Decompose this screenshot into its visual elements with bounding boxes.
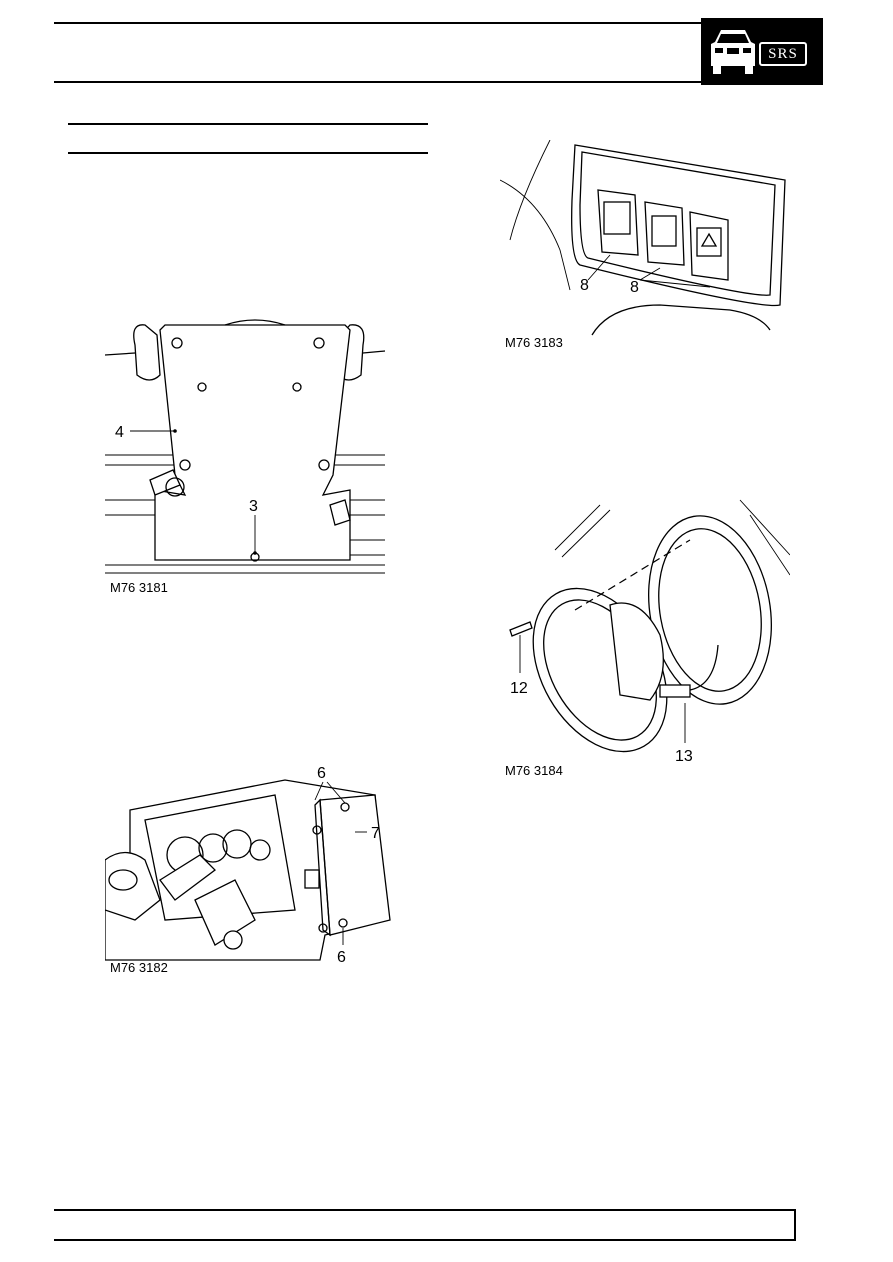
figure-m76-3183: 8 8 M76 3183	[499, 139, 790, 355]
figure-label: M76 3182	[110, 960, 168, 975]
figure-m76-3183-drawing: 8 8	[499, 139, 786, 336]
callout-13: 13	[675, 748, 693, 765]
figure-label: M76 3181	[110, 580, 168, 595]
figure-m76-3184: 12 13 M76 3184	[500, 495, 791, 780]
srs-badge: SRS	[701, 18, 823, 85]
callout-4: 4	[115, 424, 124, 441]
callout-8-left: 8	[580, 277, 589, 294]
callout-12: 12	[510, 680, 528, 697]
section-rule-bottom	[68, 152, 428, 154]
figure-m76-3184-drawing: 12 13	[509, 499, 791, 765]
callout-8-right: 8	[630, 279, 639, 296]
figure-m76-3182: 6 7 6 M76 3182	[104, 760, 395, 985]
figure-m76-3181-drawing: 4 3	[104, 319, 386, 574]
callout-7: 7	[371, 825, 380, 842]
figure-label: M76 3184	[505, 763, 563, 778]
section-rule-top	[68, 123, 428, 125]
figure-m76-3181: 4 3 M76 3181	[104, 315, 390, 595]
srs-label: SRS	[759, 42, 807, 66]
figure-m76-3182-drawing: 6 7 6	[104, 765, 391, 966]
header-bottom-rule	[54, 81, 701, 83]
callout-3: 3	[249, 498, 258, 515]
callout-6-bottom: 6	[337, 949, 346, 965]
callout-6-top: 6	[317, 765, 326, 782]
figure-label: M76 3183	[505, 335, 563, 350]
header-top-rule	[54, 22, 823, 24]
footer-box	[54, 1209, 796, 1241]
car-front-icon	[711, 30, 755, 74]
